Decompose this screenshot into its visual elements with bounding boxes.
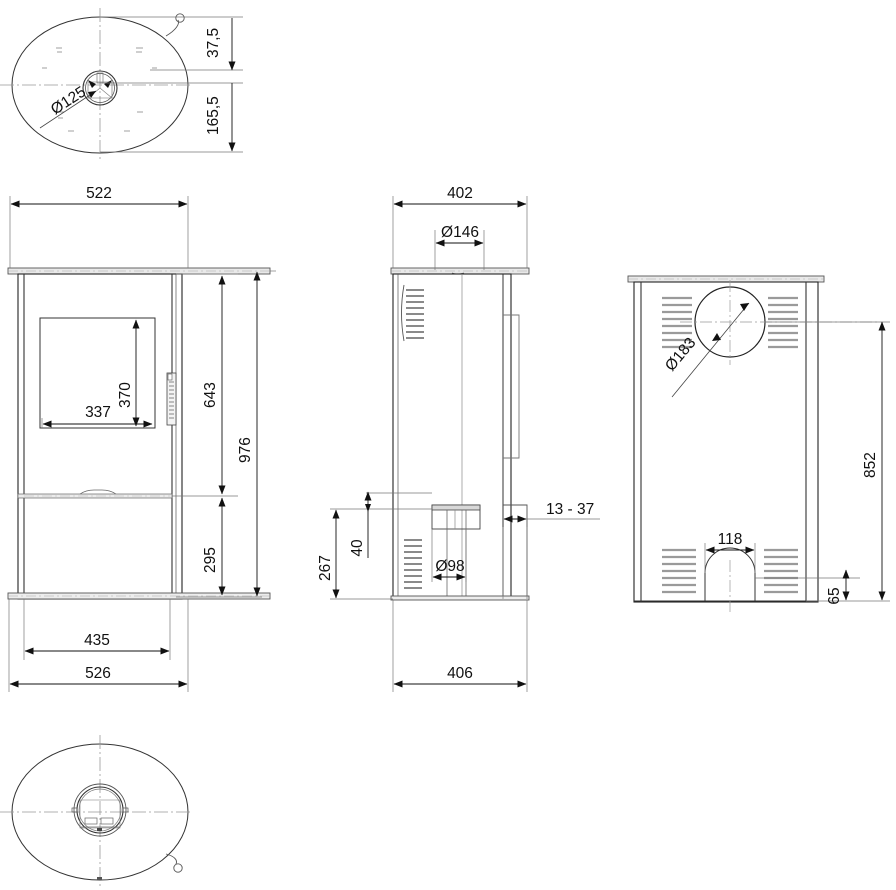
handle-stem xyxy=(165,19,179,37)
bottom-damper-plate xyxy=(79,799,121,829)
bottom-tab xyxy=(97,877,102,880)
dim-d98: Ø98 xyxy=(435,558,464,575)
front-door-handle-grip xyxy=(169,381,174,419)
bottom-damper-slot-l xyxy=(84,817,98,825)
dim-402: 402 xyxy=(447,185,473,202)
rear-lower-louvers-left xyxy=(662,548,696,594)
dim-526: 526 xyxy=(85,665,111,682)
side-view: 402 Ø146 267 40 Ø98 13 - 37 406 xyxy=(317,185,600,692)
dim-37-5: 37,5 xyxy=(205,28,222,58)
dim-40: 40 xyxy=(349,539,366,557)
dim-406: 406 xyxy=(447,665,473,682)
bottom-pivot-l xyxy=(71,807,78,813)
bottom-view xyxy=(0,735,192,888)
side-rear-flue-flange xyxy=(431,504,481,511)
d183-arrow-b xyxy=(712,333,721,341)
hub-arrow-b xyxy=(88,80,96,88)
dim-852: 852 xyxy=(862,452,879,478)
dim-643: 643 xyxy=(202,382,219,408)
top-plate-marks xyxy=(42,47,157,132)
side-upper-louvers xyxy=(406,288,424,340)
bottom-pivot-r xyxy=(122,807,129,813)
side-upper-vent-edge xyxy=(401,284,405,342)
rear-lower-louvers-right xyxy=(764,548,798,594)
dim-976: 976 xyxy=(237,437,254,463)
dim-337: 337 xyxy=(85,404,111,421)
dim-522: 522 xyxy=(86,185,112,202)
dim-118: 118 xyxy=(718,531,743,548)
flue-collar-outer xyxy=(82,70,118,106)
side-base-plate xyxy=(390,595,530,601)
front-door-handle xyxy=(166,372,177,426)
flue-collar-inner xyxy=(85,73,115,103)
rear-body-outline xyxy=(633,281,819,603)
d183-arrow-a xyxy=(740,303,749,311)
rear-view: Ø183 118 852 xyxy=(627,275,890,615)
d125-arrow xyxy=(88,91,96,98)
front-handle-top-cap xyxy=(167,373,173,381)
front-mid-rail xyxy=(17,493,173,499)
side-lower-louvers xyxy=(404,538,422,590)
bottom-damper-knob xyxy=(97,828,102,831)
dim-165-5: 165,5 xyxy=(205,96,222,135)
bottom-damper-slot-r xyxy=(100,817,114,825)
bottom-handle-stem xyxy=(165,853,177,865)
dim-65: 65 xyxy=(826,587,843,604)
dim-370: 370 xyxy=(117,382,134,408)
d125-leader xyxy=(39,90,97,129)
handle-ring xyxy=(175,13,185,23)
side-door-profile xyxy=(503,314,520,459)
dim-d146: Ø146 xyxy=(441,224,479,241)
bottom-collar-outer xyxy=(73,783,127,837)
hub-arrow-a xyxy=(104,80,112,88)
dim-295: 295 xyxy=(202,547,219,573)
bottom-handle-ring xyxy=(173,863,183,873)
rear-upper-louvers-left xyxy=(662,296,692,349)
front-mid-handle xyxy=(79,489,117,495)
dim-40-arrow xyxy=(365,504,371,512)
dim-435: 435 xyxy=(84,632,110,649)
front-glass-window xyxy=(39,317,156,429)
dim-267: 267 xyxy=(317,555,334,581)
dim-13-37: 13 - 37 xyxy=(546,501,594,518)
rear-upper-louvers-right xyxy=(768,296,798,349)
front-view: 522 337 370 643 295 976 435 526 xyxy=(7,185,276,692)
d183-leader xyxy=(671,302,750,398)
